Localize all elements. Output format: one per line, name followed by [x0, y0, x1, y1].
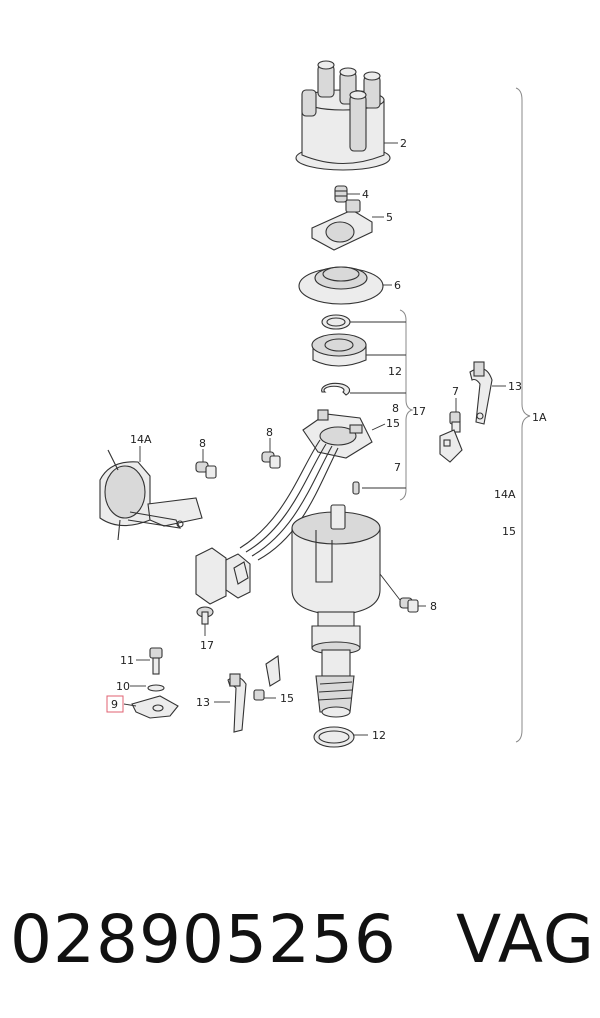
label-15-right: 15: [502, 525, 516, 538]
label-8-center: 8: [392, 402, 399, 415]
label-1a: 1A: [532, 411, 547, 424]
label-13-right: 13: [508, 380, 522, 393]
hall-sender: [302, 409, 373, 459]
o-ring-lower: [313, 726, 355, 748]
washer-10: [147, 684, 165, 692]
label-15-lower: 15: [280, 692, 294, 705]
label-9: 9: [111, 698, 118, 711]
exploded-parts-diagram: 2 4 5 6 12 8 17 15 7 1A 7 13 14A 8 8 14A…: [99, 60, 547, 748]
label-6: 6: [394, 279, 401, 292]
label-12-lower: 12: [372, 729, 386, 742]
label-8-mid: 8: [266, 426, 273, 439]
screw-left: [195, 461, 217, 479]
plug-clip: [196, 606, 214, 625]
label-17-bracket: 17: [412, 405, 426, 418]
clip-13-lower: [227, 673, 247, 733]
label-14a-right: 14A: [494, 488, 516, 501]
o-ring-upper: [321, 314, 351, 330]
distributor-body: [291, 504, 381, 718]
screw-7-right: [449, 411, 461, 433]
label-13-lower: 13: [196, 696, 210, 709]
label-17-lower: 17: [200, 639, 214, 652]
label-8-left: 8: [199, 437, 206, 450]
label-7-center: 7: [394, 461, 401, 474]
distributor-cap: [295, 60, 391, 171]
label-15-center: 15: [386, 417, 400, 430]
label-10: 10: [116, 680, 130, 693]
screw-mid: [261, 451, 281, 469]
spring: [334, 185, 348, 203]
part-number-caption: 028905256 VAG: [10, 890, 595, 990]
circlip: [321, 382, 351, 396]
part-number: 028905256: [10, 901, 397, 978]
brand-name: VAG: [455, 901, 595, 978]
label-11: 11: [120, 654, 134, 667]
dust-shield: [298, 266, 384, 305]
pin: [352, 481, 360, 495]
rotor-arm: [311, 199, 373, 251]
bolt-11: [149, 647, 163, 675]
clamp-9: [131, 695, 179, 719]
bracket-1a: [515, 87, 531, 743]
bracket-17: [399, 309, 414, 501]
label-8-body: 8: [430, 600, 437, 613]
label-5: 5: [386, 211, 393, 224]
label-12-ring: 12: [388, 365, 402, 378]
sender-housing: [311, 333, 367, 367]
label-14a-left: 14A: [130, 433, 152, 446]
label-2: 2: [400, 137, 407, 150]
label-4: 4: [362, 188, 369, 201]
vacuum-unit: [99, 449, 203, 541]
connector-15-lower: [253, 655, 281, 701]
label-7-right: 7: [452, 385, 459, 398]
connector-right: [439, 429, 463, 463]
clip-13-right: [469, 361, 493, 425]
highlight-box-9: [106, 695, 124, 713]
screw-body: [399, 597, 419, 613]
wiring-harness: [195, 439, 339, 605]
